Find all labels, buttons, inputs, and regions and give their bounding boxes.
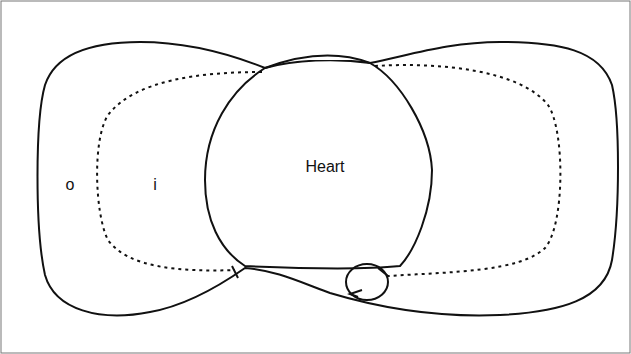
organ-name: Heart (305, 158, 344, 176)
region-letter: o (66, 176, 75, 194)
region-letter: i (153, 176, 157, 194)
heart-outline: Heart (200, 60, 440, 274)
